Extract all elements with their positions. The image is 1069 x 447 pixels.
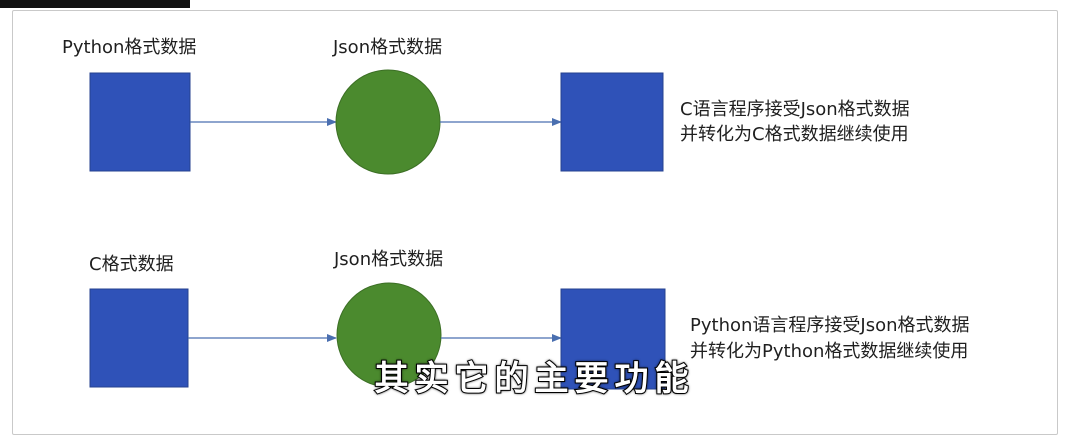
video-subtitle: 其实它的主要功能 <box>374 358 695 400</box>
row1-target-square <box>560 72 664 172</box>
row2-middle-label: Json格式数据 <box>334 249 444 270</box>
row2-json-circle <box>336 282 442 388</box>
slide-border <box>12 10 1058 435</box>
row2-source-square <box>89 288 189 388</box>
row1-json-circle <box>335 69 441 175</box>
row1-source-label: Python格式数据 <box>62 37 197 58</box>
top-strip <box>0 0 190 8</box>
row1-source-square <box>89 72 191 172</box>
row1-middle-label: Json格式数据 <box>333 37 443 58</box>
row2-target-desc-line2: 并转化为Python格式数据继续使用 <box>690 341 969 362</box>
row2-target-square <box>560 288 666 390</box>
row2-target-desc-line1: Python语言程序接受Json格式数据 <box>690 315 970 336</box>
row1-target-desc-line1: C语言程序接受Json格式数据 <box>680 99 910 120</box>
row2-source-label: C格式数据 <box>89 254 174 275</box>
row1-target-desc-line2: 并转化为C格式数据继续使用 <box>680 124 909 145</box>
